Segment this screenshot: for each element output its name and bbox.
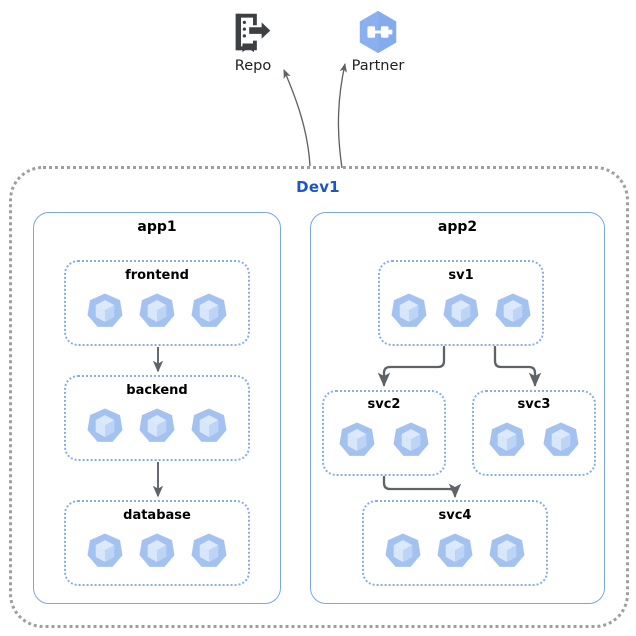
pod-icon [495, 293, 531, 327]
app-box-app2[interactable] [310, 212, 605, 604]
pod-icon [87, 533, 123, 567]
external-node-partner-label: Partner [351, 58, 405, 74]
pod-icon [385, 533, 421, 567]
service-title-svc4: svc4 [438, 508, 472, 523]
service-box-backend[interactable] [64, 375, 250, 461]
external-node-partner[interactable]: Partner [342, 9, 414, 75]
pod-row-database [64, 531, 250, 571]
pod-icon [139, 293, 175, 327]
pod-icon [191, 533, 227, 567]
pod-icon [191, 408, 227, 442]
edge-dev1-to-partner [337, 62, 347, 169]
partner-hexagon-icon [359, 10, 397, 54]
pod-icon [393, 422, 429, 456]
cluster-label-dev1: Dev1 [296, 178, 340, 196]
pod-icon [339, 422, 375, 456]
pod-icon [489, 533, 525, 567]
app-title-app1: app1 [137, 219, 177, 235]
service-box-svc2[interactable] [322, 390, 446, 476]
pod-icon [489, 422, 525, 456]
edge-dev1-to-repo [283, 69, 311, 167]
service-title-database: database [123, 508, 191, 523]
external-node-repo[interactable]: Repo [217, 9, 289, 75]
service-box-sv1[interactable] [378, 260, 544, 346]
pod-row-svc4 [362, 531, 548, 571]
service-title-svc2: svc2 [367, 397, 401, 412]
service-title-frontend: frontend [125, 268, 189, 283]
pod-icon [391, 293, 427, 327]
app-title-app2: app2 [437, 219, 478, 235]
pod-icon [139, 408, 175, 442]
service-title-svc3: svc3 [517, 397, 551, 412]
repository-export-icon [235, 13, 271, 53]
pod-row-backend [64, 406, 250, 446]
service-title-sv1: sv1 [448, 268, 474, 283]
pod-icon [139, 533, 175, 567]
app-box-app1[interactable] [33, 212, 281, 604]
service-box-database[interactable] [64, 500, 250, 586]
pod-row-sv1 [378, 291, 544, 331]
pod-icon [87, 293, 123, 327]
pod-row-svc2 [322, 420, 446, 460]
pod-icon [443, 293, 479, 327]
pod-icon [437, 533, 473, 567]
pod-row-frontend [64, 291, 250, 331]
pod-icon [543, 422, 579, 456]
pod-icon [191, 293, 227, 327]
external-node-repo-label: Repo [234, 58, 272, 74]
service-box-svc4[interactable] [362, 500, 548, 586]
service-box-frontend[interactable] [64, 260, 250, 346]
cluster-boundary-dev1[interactable] [9, 166, 629, 628]
pod-row-svc3 [472, 420, 596, 460]
service-title-backend: backend [126, 383, 188, 398]
pod-icon [87, 408, 123, 442]
service-box-svc3[interactable] [472, 390, 596, 476]
